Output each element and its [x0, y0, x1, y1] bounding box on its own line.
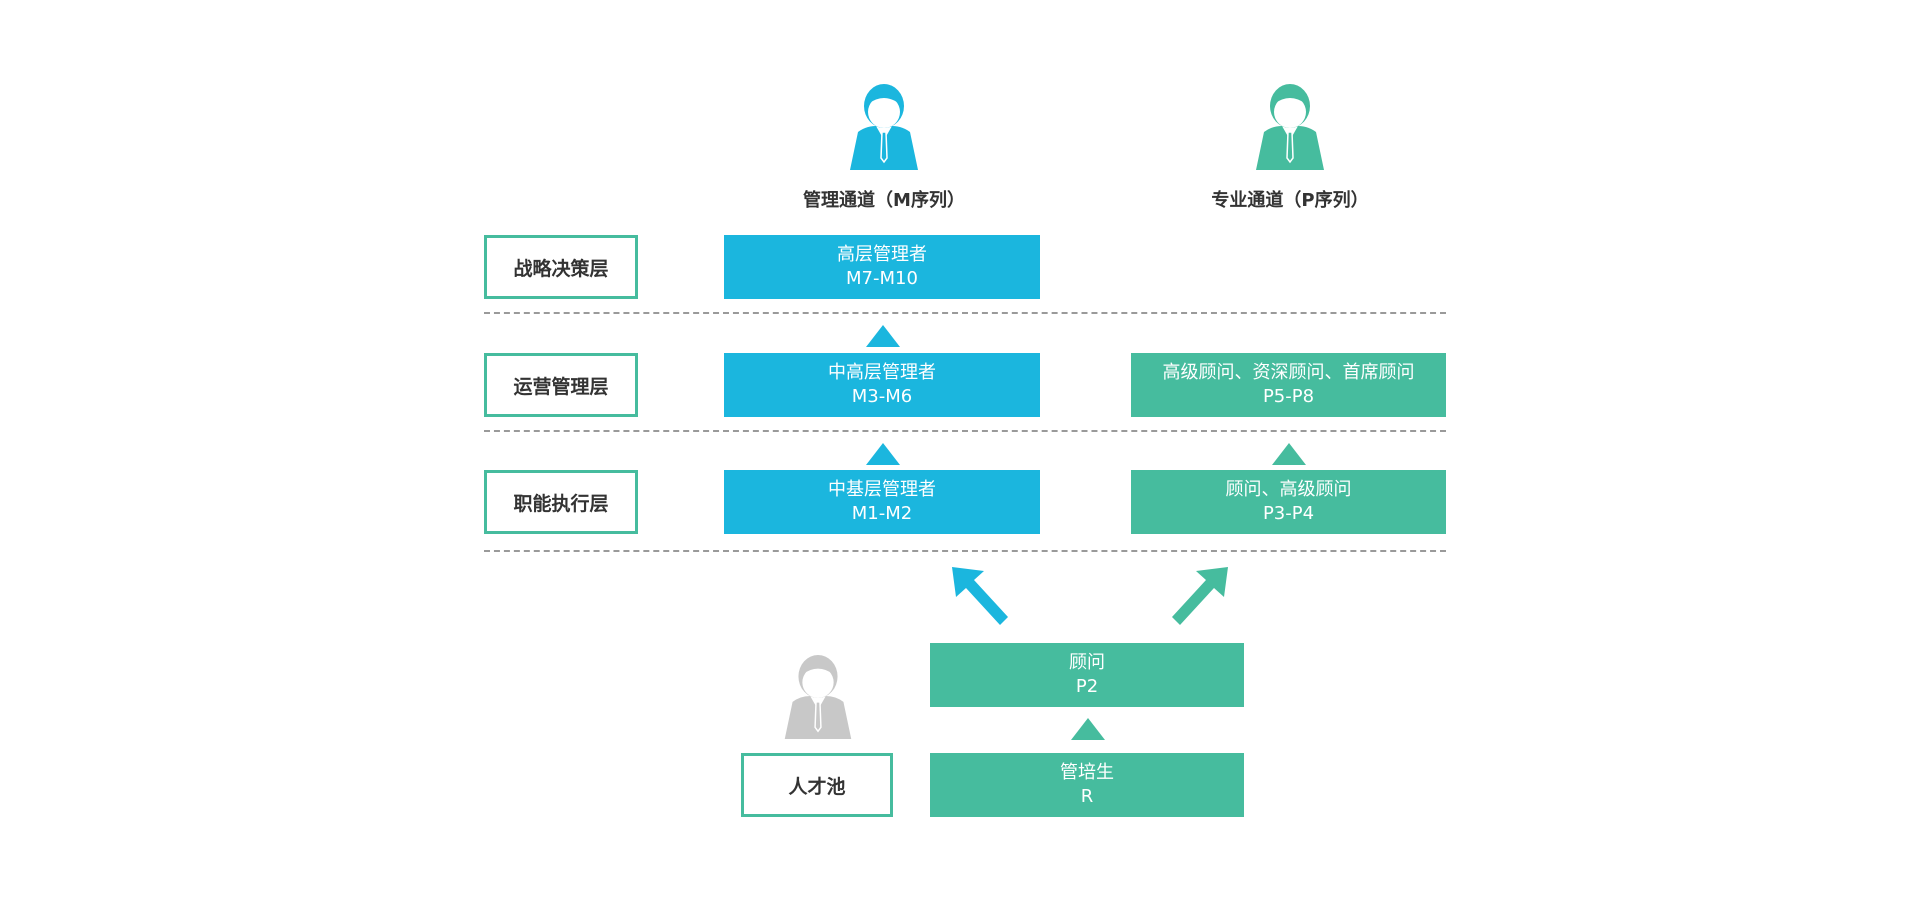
- professional-box-consultant: 顾问、高级顾问 P3-P4: [1131, 470, 1446, 534]
- box-code: P5-P8: [1262, 386, 1315, 407]
- up-triangle-icon: [866, 325, 900, 347]
- level-divider: [484, 312, 1446, 314]
- box-code: M7-M10: [846, 268, 918, 289]
- level-divider: [484, 430, 1446, 432]
- level-divider: [484, 550, 1446, 552]
- management-channel-person-icon: [848, 82, 920, 172]
- professional-channel-title: 专业通道（P序列）: [1211, 190, 1369, 211]
- box-code: M1-M2: [851, 503, 913, 524]
- management-box-upper-middle: 中高层管理者 M3-M6: [724, 353, 1040, 417]
- box-name: 高层管理者: [837, 244, 927, 265]
- level-label-functional: 职能执行层: [484, 470, 638, 534]
- professional-box-senior-consultant: 高级顾问、资深顾问、首席顾问 P5-P8: [1131, 353, 1446, 417]
- management-box-senior: 高层管理者 M7-M10: [724, 235, 1040, 299]
- management-channel-title: 管理通道（M序列）: [803, 190, 965, 211]
- level-label-operational: 运营管理层: [484, 353, 638, 417]
- management-box-lower-middle: 中基层管理者 M1-M2: [724, 470, 1040, 534]
- talent-pool-label: 人才池: [741, 753, 893, 817]
- box-name: 顾问、高级顾问: [1225, 479, 1352, 500]
- up-triangle-icon: [1071, 718, 1105, 740]
- arrow-up-left-icon: [950, 565, 1012, 629]
- box-name: 中高层管理者: [828, 362, 936, 383]
- arrow-up-right-icon: [1168, 565, 1230, 629]
- entry-box-consultant: 顾问 P2: [930, 643, 1244, 707]
- box-code: R: [1080, 786, 1094, 807]
- box-code: M3-M6: [851, 386, 913, 407]
- box-name: 中基层管理者: [828, 479, 936, 500]
- professional-channel-person-icon: [1254, 82, 1326, 172]
- level-label-strategic: 战略决策层: [484, 235, 638, 299]
- box-name: 顾问: [1069, 652, 1105, 673]
- up-triangle-icon: [866, 443, 900, 465]
- box-code: P2: [1075, 676, 1099, 697]
- box-code: P3-P4: [1262, 503, 1315, 524]
- entry-box-trainee: 管培生 R: [930, 753, 1244, 817]
- talent-pool-person-icon: [782, 653, 854, 741]
- box-name: 高级顾问、资深顾问、首席顾问: [1162, 362, 1415, 383]
- box-name: 管培生: [1060, 762, 1114, 783]
- up-triangle-icon: [1272, 443, 1306, 465]
